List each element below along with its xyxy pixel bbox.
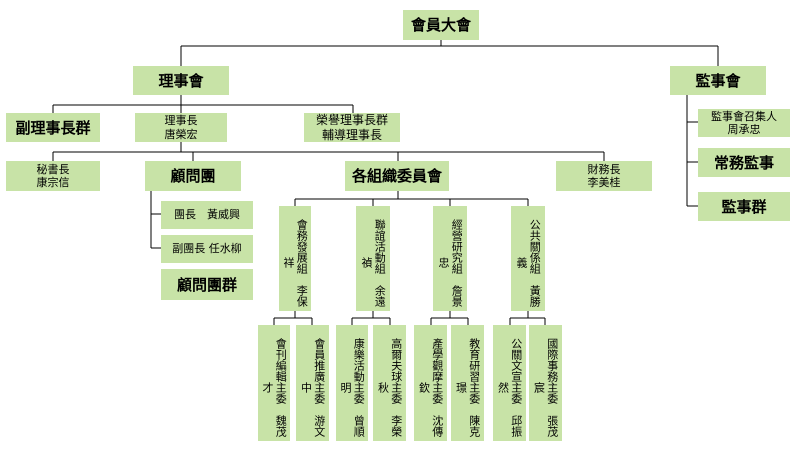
honorary-line1: 榮譽理事長群 <box>315 113 388 128</box>
supervisor-convener-line2: 周承忠 <box>727 123 761 136</box>
chairman-title: 理事長 <box>164 114 198 128</box>
member-box: 會員推廣主委 游文中 <box>296 325 329 441</box>
member-box: 公關文宣主委 邱振然 <box>493 325 526 441</box>
vice-chairs-box: 副理事長群 <box>6 113 100 142</box>
honorary-box: 榮譽理事長群 輔導理事長 <box>304 113 400 142</box>
treasurer-box: 財務長 李美桂 <box>556 161 652 191</box>
treasurer-title: 財務長 <box>587 162 621 176</box>
advisory-group-box: 顧問團群 <box>161 269 253 300</box>
group-box-pr: 公共關係組 黃勝義 <box>511 206 545 311</box>
committees-box: 各組織委員會 <box>345 161 449 191</box>
group-box-social: 聯誼活動組 余遠禎 <box>356 206 390 311</box>
advisory-box: 顧問團 <box>145 161 241 191</box>
member-box: 國際事務主委 張茂宸 <box>529 325 562 441</box>
member-box: 教育研習主委 陳克璟 <box>451 325 484 441</box>
advisory-deputy-box: 副團長 任水柳 <box>161 235 253 263</box>
member-box: 產學觀摩主委 沈傳欽 <box>414 325 447 441</box>
standing-supervisor-box: 常務監事 <box>698 148 790 177</box>
member-box: 會刊編輯主委 魏茂才 <box>258 325 290 441</box>
secretary-title: 秘書長 <box>36 162 70 176</box>
secretary-box: 秘書長 康宗信 <box>6 161 100 191</box>
supervisors-box: 監事群 <box>698 192 790 221</box>
supervisor-convener-line1: 監事會召集人 <box>711 109 777 123</box>
board-box: 理事會 <box>133 66 229 95</box>
honorary-line2: 輔導理事長 <box>321 127 382 142</box>
general-assembly-box: 會員大會 <box>403 10 479 40</box>
supervisory-board-box: 監事會 <box>670 66 766 95</box>
member-box: 高爾夫球主委 李榮秋 <box>373 325 406 441</box>
advisory-leader-box: 團長 黃威興 <box>161 201 253 229</box>
chairman-box: 理事長 唐榮宏 <box>135 113 227 142</box>
group-box-affairs: 會務發展組 李保祥 <box>279 206 311 311</box>
member-box: 康樂活動主委 曾順明 <box>336 325 368 441</box>
group-box-research: 經營研究組 詹景忠 <box>433 206 467 311</box>
chairman-name: 唐榮宏 <box>164 127 198 141</box>
supervisor-convener-box: 監事會召集人 周承忠 <box>698 109 790 137</box>
secretary-name: 康宗信 <box>36 176 70 189</box>
treasurer-name: 李美桂 <box>587 176 621 189</box>
